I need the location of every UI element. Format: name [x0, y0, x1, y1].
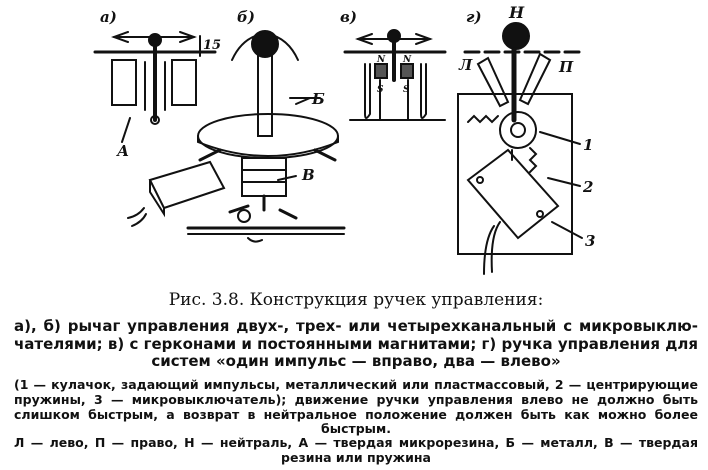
panel-c-drawing — [343, 29, 447, 121]
magnet-n-left: N — [376, 55, 386, 65]
figure-illustration: а) б) в) г) Н Л П А Б В 1 2 3 15 N S N S — [93, 3, 595, 275]
figure-number: Рис. 3.8. — [168, 290, 245, 310]
label-A: А — [116, 142, 129, 160]
label-B: Б — [311, 90, 325, 108]
panel-a-drawing — [93, 31, 217, 143]
label-3: 3 — [585, 232, 595, 250]
label-N: Н — [508, 3, 525, 22]
caption-legend-text: Л — лево, П — право, Н — нейтраль, А — т… — [14, 435, 698, 465]
panel-label-d: г) — [466, 8, 482, 26]
label-L: Л — [458, 56, 473, 74]
label-1: 1 — [583, 136, 593, 154]
figure-caption-title: Рис. 3.8. Конструкция ручек управления: — [14, 290, 698, 310]
label-V: В — [301, 166, 315, 184]
magnet-n-right: N — [402, 55, 412, 65]
magnet-s-left: S — [377, 85, 384, 95]
panel-label-a: а) — [100, 8, 117, 26]
panel-d-drawing — [457, 22, 582, 275]
magnet-s-right: S — [403, 85, 410, 95]
dimension-15: 15 — [203, 38, 221, 53]
panel-b-drawing — [127, 30, 346, 243]
panel-label-b: б) — [237, 8, 255, 26]
caption-main-text: а), б) рычаг управления двух-, трех- или… — [14, 317, 698, 371]
label-P: П — [558, 58, 574, 76]
figure-title: Конструкция ручек управления: — [249, 290, 544, 310]
panel-label-c: в) — [340, 8, 357, 26]
caption-note-text: (1 — кулачок, задающий импульсы, металли… — [14, 377, 698, 437]
label-2: 2 — [582, 178, 593, 196]
